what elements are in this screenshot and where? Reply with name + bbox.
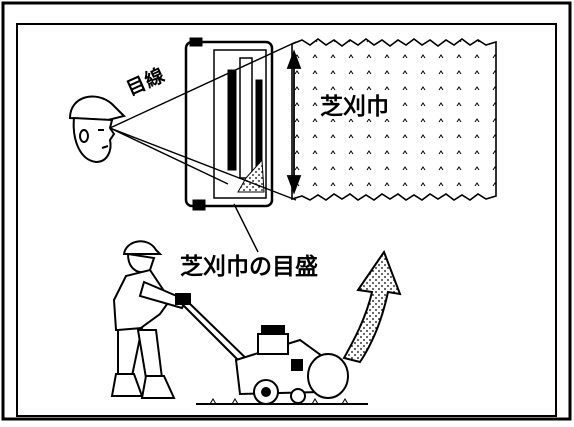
inner-frame (16, 23, 557, 417)
label-cutting-width: 芝刈巾 (318, 94, 391, 120)
width-dimension-arrow (286, 49, 302, 195)
observer-head (68, 95, 126, 164)
mower-side-view (234, 325, 349, 405)
ground-line (196, 398, 368, 405)
scale-pointer-line (233, 203, 259, 253)
sight-lines (109, 41, 297, 201)
outer-frame (1, 1, 572, 421)
label-cutting-width-scale: 芝刈巾の目盛 (178, 254, 320, 280)
lawn-strip (291, 38, 497, 201)
mower-top-view (184, 37, 274, 211)
curved-up-arrow (342, 249, 402, 364)
operator-figure (110, 240, 188, 399)
